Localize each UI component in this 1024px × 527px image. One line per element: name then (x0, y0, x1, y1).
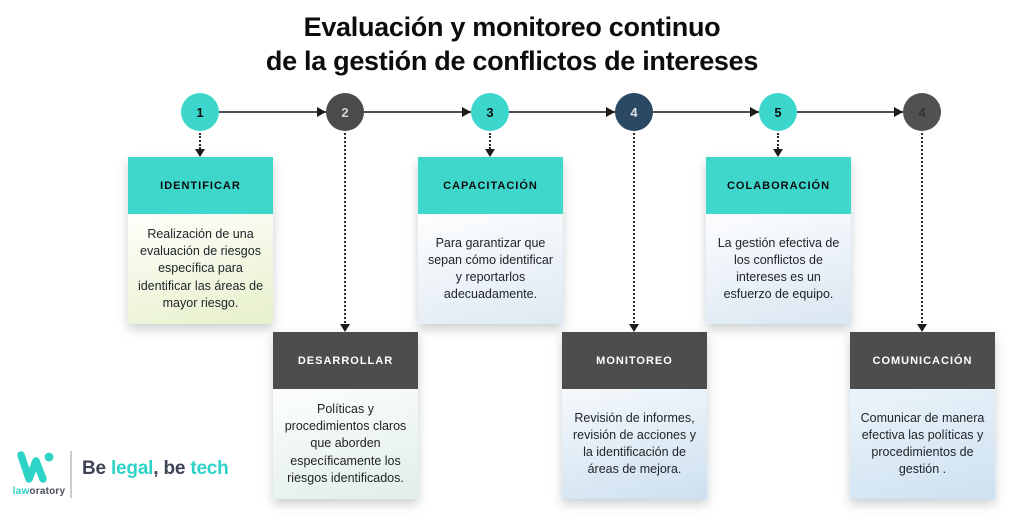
card-monitoreo: MONITOREO Revisión de informes, revisión… (562, 332, 707, 499)
step-number: 1 (196, 104, 204, 120)
page-title: Evaluación y monitoreo continuo de la ge… (0, 10, 1024, 78)
arrow-down-icon (195, 149, 205, 157)
card-title: MONITOREO (562, 332, 707, 389)
timeline-line (200, 111, 922, 113)
tagline-sep: , (153, 458, 164, 479)
card-colaboracion: COLABORACIÓN La gestión efectiva de los … (706, 157, 851, 324)
step-circle-3: 3 (471, 93, 509, 131)
connector-line-1 (199, 133, 201, 149)
card-body-text: Políticas y procedimientos claros que ab… (273, 389, 418, 499)
step-circle-5: 5 (759, 93, 797, 131)
arrow-down-icon (485, 149, 495, 157)
tagline: Be legal, be tech (82, 458, 229, 480)
step-number: 4 (630, 104, 638, 120)
connector-line-3 (489, 133, 491, 149)
tagline-tech: tech (190, 458, 229, 479)
arrow-right-icon (894, 107, 903, 117)
card-identificar: IDENTIFICAR Realización de una evaluació… (128, 157, 273, 324)
card-title: COLABORACIÓN (706, 157, 851, 214)
arrow-down-icon (917, 324, 927, 332)
card-title: CAPACITACIÓN (418, 157, 563, 214)
card-body-text: Comunicar de manera efectiva las polític… (850, 389, 995, 499)
arrow-right-icon (317, 107, 326, 117)
arrow-down-icon (773, 149, 783, 157)
step-circle-6: 4 (903, 93, 941, 131)
w-mark-icon (17, 451, 54, 483)
step-number: 3 (486, 104, 494, 120)
tagline-be2: be (163, 458, 191, 479)
card-body-text: Realización de una evaluación de riesgos… (128, 214, 273, 324)
connector-line-2 (344, 133, 346, 323)
logo-divider (70, 451, 72, 498)
connector-line-5 (777, 133, 779, 149)
card-title: DESARROLLAR (273, 332, 418, 389)
step-circle-2: 2 (326, 93, 364, 131)
logo-word-law: law (12, 486, 30, 497)
card-title: COMUNICACIÓN (850, 332, 995, 389)
card-title: IDENTIFICAR (128, 157, 273, 214)
tagline-be1: Be (82, 458, 111, 479)
page-title-line2: de la gestión de conflictos de intereses (265, 46, 759, 76)
connector-line-4 (633, 133, 635, 323)
card-comunicacion: COMUNICACIÓN Comunicar de manera efectiv… (850, 332, 995, 499)
card-body-text: Para garantizar que sepan cómo identific… (418, 214, 563, 324)
tagline-legal: legal (110, 458, 154, 479)
laworatory-wordmark: laworatory (10, 486, 68, 497)
card-desarrollar: DESARROLLAR Políticas y procedimientos c… (273, 332, 418, 499)
logo-word-oratory: oratory (29, 486, 66, 497)
arrow-right-icon (462, 107, 471, 117)
card-body-text: La gestión efectiva de los conflictos de… (706, 214, 851, 324)
card-body-text: Revisión de informes, revisión de accion… (562, 389, 707, 499)
arrow-down-icon (340, 324, 350, 332)
page-title-line1: Evaluación y monitoreo continuo (303, 12, 721, 42)
step-number: 4 (918, 104, 926, 120)
step-number: 2 (341, 104, 349, 120)
arrow-right-icon (606, 107, 615, 117)
arrow-right-icon (750, 107, 759, 117)
laworatory-logo-icon (16, 449, 58, 490)
arrow-down-icon (629, 324, 639, 332)
step-circle-1: 1 (181, 93, 219, 131)
step-circle-4: 4 (615, 93, 653, 131)
card-capacitacion: CAPACITACIÓN Para garantizar que sepan c… (418, 157, 563, 324)
connector-line-6 (921, 133, 923, 323)
step-number: 5 (774, 104, 782, 120)
